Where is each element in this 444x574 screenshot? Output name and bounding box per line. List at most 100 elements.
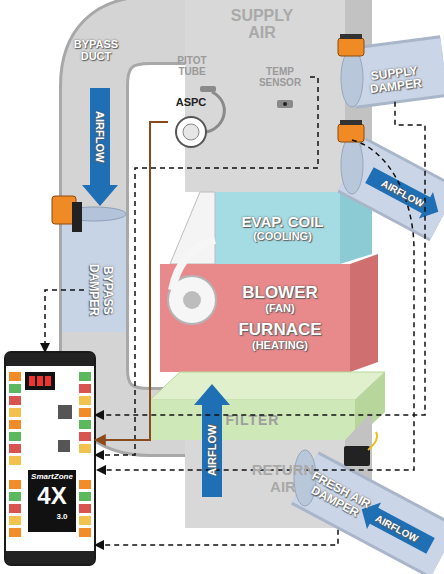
signal-wire (97, 140, 414, 470)
airflow-arrow (362, 162, 444, 225)
zone-controller: SmartZone4X 3.0 (5, 352, 95, 565)
terminal (9, 480, 21, 489)
node-text: (FAN) (265, 302, 294, 315)
supply-damper: SUPPLY DAMPER (353, 58, 437, 101)
pitot-tube (200, 86, 216, 92)
pressure-controller: ASPC (168, 96, 214, 148)
node-text: BYPASS DAMPER (87, 247, 115, 333)
node-text: TEMP SENSOR (250, 66, 310, 88)
airflow-label: AIRFLOW (90, 91, 110, 183)
actuator-top (340, 120, 362, 125)
qr-code (58, 440, 70, 452)
led-digit (29, 376, 35, 386)
temp-sensor: TEMP SENSOR (250, 62, 310, 92)
terminal (79, 480, 91, 489)
temp-sensor-probe (277, 100, 293, 108)
terminal (79, 528, 91, 537)
node-text: 3.0 (50, 512, 74, 522)
damper-plate (341, 136, 363, 194)
filter-band: FILTER (150, 400, 355, 440)
blower-face (160, 264, 350, 372)
terminal (9, 504, 21, 513)
filter-top (150, 372, 385, 400)
damper-actuator (338, 124, 364, 142)
blower-side (350, 254, 378, 372)
node-text: SUPPLY DAMPER (354, 62, 437, 98)
controller-board (5, 352, 95, 565)
actuator-top (340, 34, 362, 39)
terminal (79, 372, 91, 381)
evaporator-coil: EVAP. COIL(COOLING) (215, 192, 340, 264)
evap-coil-face (215, 192, 340, 264)
section-label: SUPPLY AIR (217, 4, 307, 44)
terminal (9, 420, 21, 429)
board-strip (6, 353, 94, 366)
terminal (9, 396, 21, 405)
signal-wire (45, 290, 84, 352)
airflow-label: AIRFLOW (202, 405, 222, 495)
node-text: (HEATING) (252, 339, 308, 352)
damper-actuator (338, 38, 364, 56)
terminal (9, 456, 21, 465)
part-label: PITOT TUBE (170, 53, 214, 79)
node-text: SmartZone (28, 472, 76, 482)
temp-sensor-probe (283, 102, 287, 106)
node-text: (COOLING) (253, 230, 312, 243)
terminal (79, 432, 91, 441)
airflow-arrow (194, 384, 230, 497)
damper-actuator (344, 446, 370, 466)
terminal (79, 516, 91, 525)
bypass-damper: BYPASS DAMPER (84, 245, 118, 335)
airflow-arrow (362, 162, 444, 225)
aspc-gauge (183, 124, 199, 140)
terminal (9, 528, 21, 537)
node-text: FURNACE (238, 321, 321, 339)
qr-code (58, 405, 72, 419)
signal-wire (95, 77, 318, 455)
board-label (28, 470, 76, 532)
airflow-arrow (82, 88, 118, 206)
board-strip (6, 551, 94, 564)
pressure-line (95, 122, 168, 440)
terminal (9, 432, 21, 441)
supply-plenum (185, 0, 345, 192)
terminal (79, 420, 91, 429)
terminal (79, 396, 91, 405)
terminal (9, 408, 21, 417)
terminal (79, 408, 91, 417)
signal-wire (95, 102, 425, 415)
filter-face (150, 400, 355, 440)
terminal (79, 444, 91, 453)
signal-wire (95, 530, 338, 545)
blower-furnace: BLOWER(FAN) FURNACE(HEATING) (160, 264, 350, 372)
terminal (9, 384, 21, 393)
bypass-damper-section (62, 212, 126, 332)
node-text: ASPC (176, 96, 207, 108)
terminal (9, 444, 21, 453)
damper-plate (341, 49, 363, 107)
logo-shape (172, 240, 215, 290)
led-digit (45, 376, 51, 386)
duct-label: BYPASS DUCT (65, 33, 127, 67)
terminal (79, 504, 91, 513)
aspc-gauge (176, 117, 206, 147)
node-text: FILTER (226, 412, 280, 428)
node-text: EVAP. COIL (242, 213, 324, 230)
pitot-hose (206, 92, 224, 132)
actuator-bracket (72, 202, 82, 232)
terminal (9, 492, 21, 501)
led-digit (37, 376, 43, 386)
terminal (9, 372, 21, 381)
section-label: RETURN AIR (243, 458, 323, 498)
node-text: BLOWER (242, 284, 318, 302)
airflow-label: AIRFLOW (365, 505, 428, 550)
airflow-label: AIRFLOW (371, 170, 434, 215)
logo-shape (183, 291, 201, 309)
node-text: 4X (28, 483, 76, 509)
actuator-wire (368, 432, 377, 450)
terminal (79, 492, 91, 501)
terminal (79, 384, 91, 393)
